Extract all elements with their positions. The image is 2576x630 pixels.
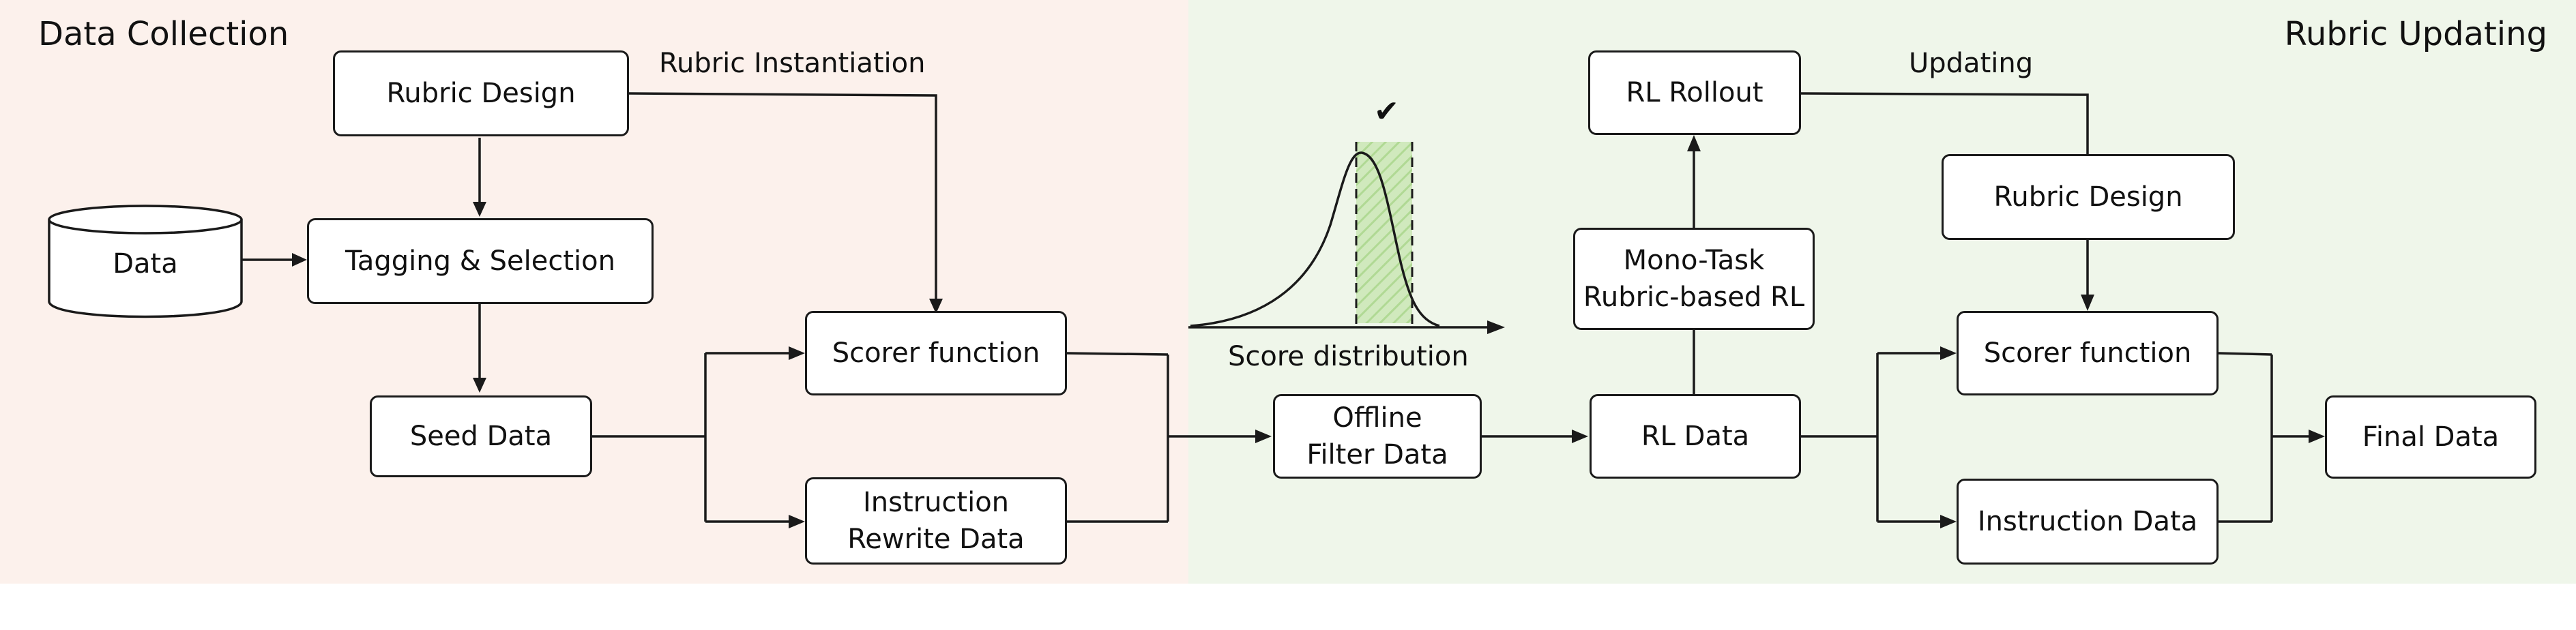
rubric-instantiation-label: Rubric Instantiation <box>659 48 926 79</box>
data-label: Data <box>113 248 178 280</box>
mono-task-line1: Mono-Task <box>1623 245 1765 276</box>
instruction-rewrite-box: Instruction Rewrite Data <box>805 477 1067 565</box>
check-mark: ✔ <box>1374 94 1399 129</box>
offline-filter-line1: Offline <box>1332 402 1422 434</box>
rl-rollout-box: RL Rollout <box>1588 50 1801 135</box>
connector-seed-branch <box>591 352 790 523</box>
connector-updating <box>1800 92 2089 154</box>
database-icon <box>48 205 243 318</box>
instruction-rewrite-line1: Instruction <box>862 487 1010 518</box>
data-cylinder: Data <box>45 202 246 322</box>
scorer-function-box-2: Scorer function <box>1957 311 2219 395</box>
instruction-rewrite-line2: Rewrite Data <box>847 524 1025 555</box>
tagging-selection-box: Tagging & Selection <box>307 218 654 304</box>
rubric-updating-region <box>1188 0 2576 584</box>
distribution-curve <box>1190 151 1440 327</box>
connector-merge-to-offline <box>1066 352 1257 523</box>
updating-label: Updating <box>1909 48 2034 79</box>
rubric-updating-title: Rubric Updating <box>2284 15 2547 53</box>
seed-data-box: Seed Data <box>370 395 592 477</box>
offline-filter-box: Offline Filter Data <box>1273 394 1482 479</box>
connector-rl-branch <box>1801 352 1942 523</box>
rubric-design-box: Rubric Design <box>333 50 629 136</box>
connector-rubric-instantiation <box>628 92 937 300</box>
score-distribution-chart <box>1188 142 1505 334</box>
mono-task-rl-box: Mono-Task Rubric-based RL <box>1573 228 1815 330</box>
offline-filter-line2: Filter Data <box>1306 439 1448 470</box>
rubric-design-box-2: Rubric Design <box>1942 154 2235 240</box>
rl-data-box: RL Data <box>1590 394 1801 479</box>
score-distribution-label: Score distribution <box>1228 341 1469 372</box>
final-data-box: Final Data <box>2325 395 2536 479</box>
mono-task-line2: Rubric-based RL <box>1583 282 1805 313</box>
selected-score-band <box>1356 142 1412 323</box>
connector-merge-to-final <box>2199 352 2310 523</box>
instruction-data-box: Instruction Data <box>1957 479 2219 565</box>
data-collection-title: Data Collection <box>38 15 289 53</box>
scorer-function-box-1: Scorer function <box>805 311 1067 395</box>
